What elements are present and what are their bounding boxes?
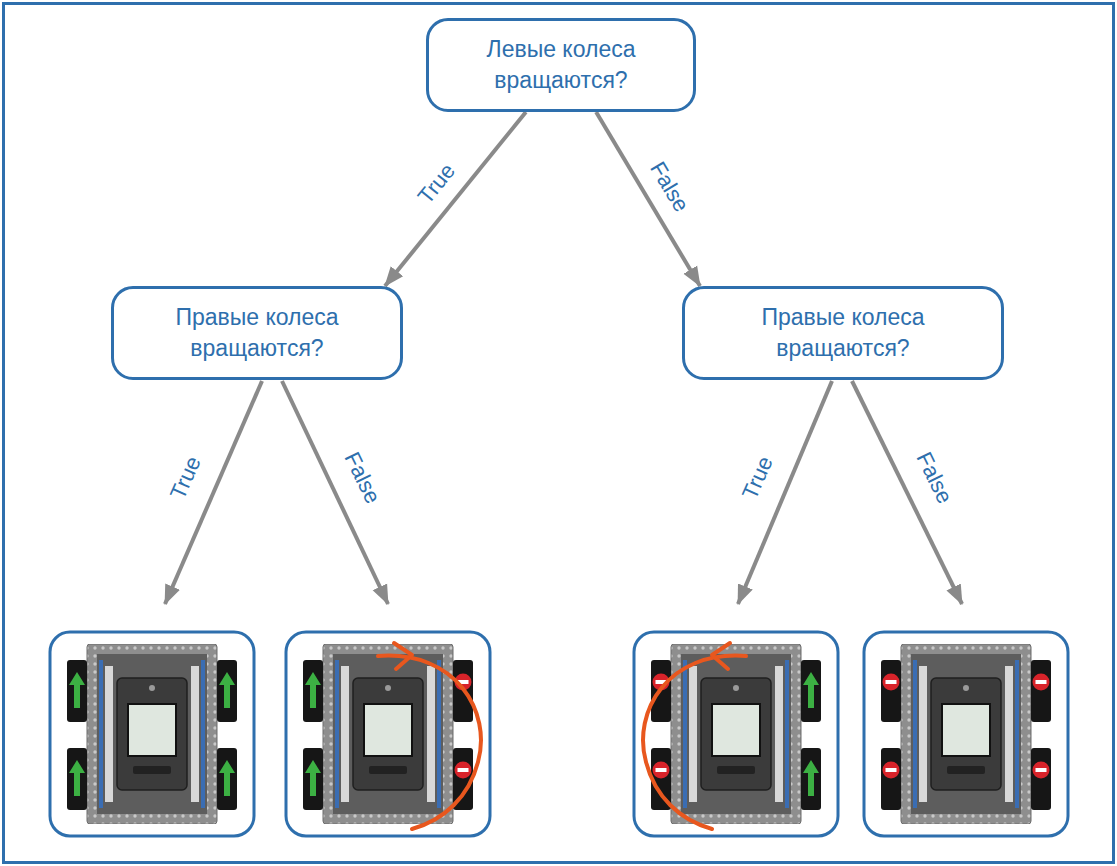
outcome-arrows [165,381,962,604]
branch-arrow [385,112,526,286]
robot-tile [864,632,1068,836]
robot-tile [634,632,838,836]
question-text: Правые колеса вращаются? [718,302,968,364]
branch-label: True [411,156,463,212]
branch-label: True [736,450,781,507]
branch-arrow [596,112,700,286]
outcome-arrow [852,381,962,604]
node-content: Левые колеса вращаются? [446,34,676,96]
branch-label: False [642,154,695,219]
question-text: Левые колеса вращаются? [446,34,676,96]
branch-label: True [164,450,209,507]
decision-box: Правые колеса вращаются? [111,286,403,380]
turn-arrow [643,643,746,829]
outcome-arrow [282,381,388,604]
decision-box: Левые колеса вращаются? [426,18,696,112]
node-content: Правые колеса вращаются? [718,302,968,364]
turn-arrow [378,643,481,829]
robot-tile [50,632,254,836]
decision-box: Правые колеса вращаются? [682,286,1004,380]
question-text: Правые колеса вращаются? [132,302,382,364]
branch-label: False [337,445,387,510]
branch-label: False [909,445,959,510]
node-content: Правые колеса вращаются? [132,302,382,364]
robot-tile [286,632,490,836]
